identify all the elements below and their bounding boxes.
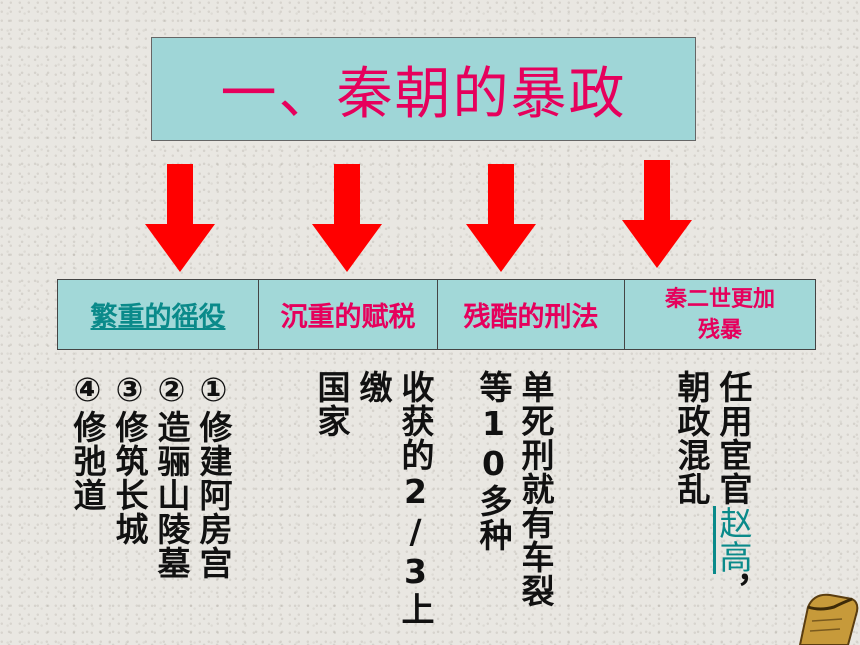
law-line-2: 等10多种 xyxy=(474,370,513,552)
corvee-item-3: ③修筑长城 xyxy=(110,370,149,546)
category-law: 残酷的刑法 xyxy=(438,280,625,349)
category-tyranny-label: 秦二世更加残暴 xyxy=(664,286,775,343)
tyranny-line-2: 朝政混乱 xyxy=(672,370,711,506)
down-arrow-icon xyxy=(622,160,692,268)
category-tyranny: 秦二世更加残暴 xyxy=(625,280,815,349)
tax-line-2: 国家 xyxy=(312,370,351,438)
down-arrow-icon xyxy=(145,164,215,272)
page-title: 一、秦朝的暴政 xyxy=(220,61,627,127)
category-tax-label: 沉重的赋税 xyxy=(280,302,416,333)
corvee-item-1: ①修建阿房宫 xyxy=(194,370,233,580)
tax-line-1: 收获的2/3上缴 xyxy=(354,370,435,626)
category-corvee-link[interactable]: 繁重的徭役 xyxy=(90,302,226,333)
down-arrow-icon xyxy=(466,164,536,272)
category-tax: 沉重的赋税 xyxy=(259,280,438,349)
category-law-label: 残酷的刑法 xyxy=(463,302,599,333)
tyranny-comma: ， xyxy=(714,574,753,608)
title-box: 一、秦朝的暴政 xyxy=(151,37,696,141)
corvee-item-2: ②造骊山陵墓 xyxy=(152,370,191,580)
tyranny-line-1: 任用宦官赵高， xyxy=(712,370,754,608)
down-arrow-icon xyxy=(312,164,382,272)
corvee-item-4: ④修弛道 xyxy=(68,370,107,512)
zhao-gao-link[interactable]: 赵高 xyxy=(714,506,753,574)
category-corvee[interactable]: 繁重的徭役 xyxy=(58,280,259,349)
scroll-decoration-icon xyxy=(798,593,859,645)
law-line-1: 单死刑就有车裂 xyxy=(516,370,555,608)
category-row: 繁重的徭役 沉重的赋税 残酷的刑法 秦二世更加残暴 xyxy=(57,279,816,350)
tyranny-text: 任用宦官 xyxy=(714,370,753,506)
